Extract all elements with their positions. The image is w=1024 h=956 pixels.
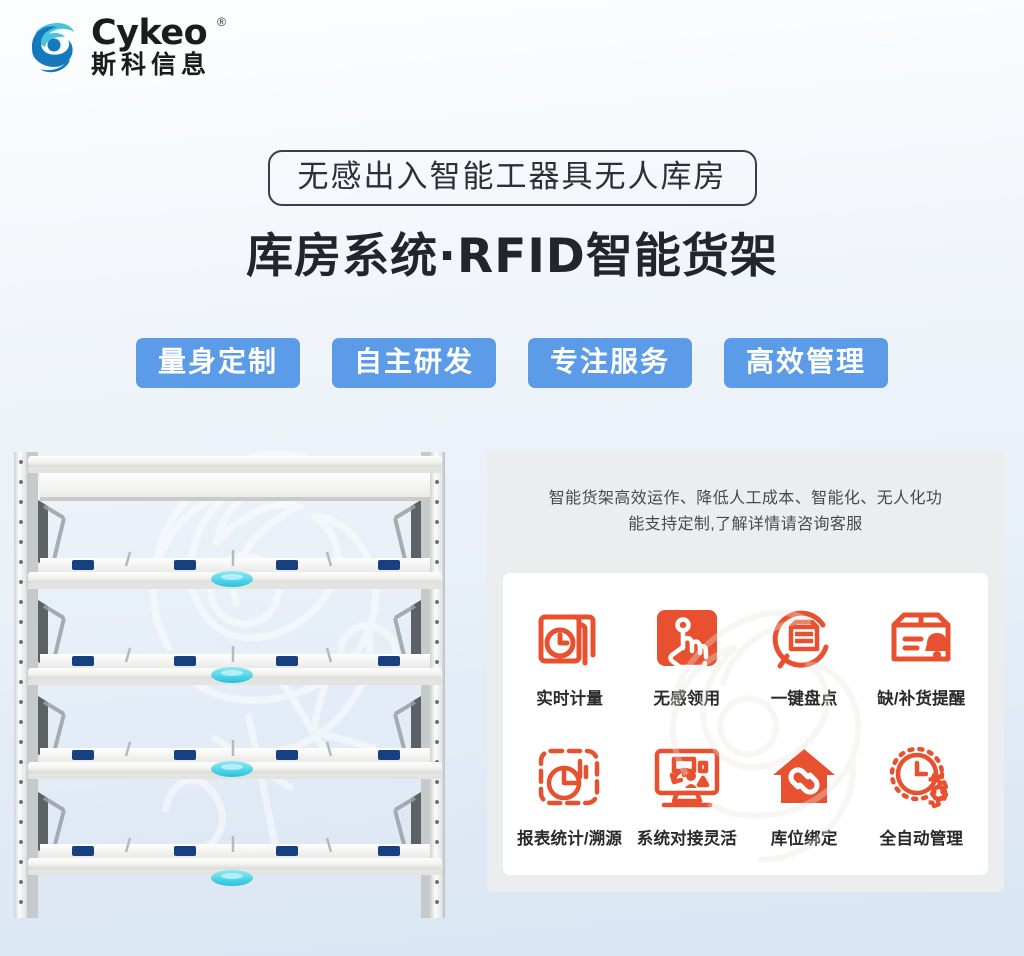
product-photo-shelf xyxy=(0,440,470,940)
clock-gear-icon xyxy=(890,746,949,809)
feature-item-fully-automatic[interactable]: 全自动管理 xyxy=(863,725,980,865)
filled-touch-hand-icon xyxy=(656,610,717,670)
headline-block: 无感出入智能工器具无人库房 库房系统·RFID智能货架 xyxy=(0,150,1024,284)
rfid-tag-row-3 xyxy=(72,656,400,666)
rfid-tag-row-2 xyxy=(72,560,400,570)
feature-label: 报表统计/溯源 xyxy=(517,830,623,848)
badge-custom-made[interactable]: 量身定制 xyxy=(135,338,300,389)
shelf-level-3 xyxy=(28,646,442,685)
feature-label: 库位绑定 xyxy=(770,830,838,848)
rfid-tag-row-5 xyxy=(72,846,400,856)
carton-bell-alert-icon xyxy=(891,612,951,662)
shelf-level-2 xyxy=(28,550,442,589)
stacked-documents-clock-icon xyxy=(538,614,596,666)
monitor-sync-icon xyxy=(654,748,720,808)
feature-item-touchless-pickup[interactable]: 无感领用 xyxy=(628,585,745,725)
feature-label: 一键盘点 xyxy=(770,690,838,708)
feature-item-report-traceability[interactable]: 报表统计/溯源 xyxy=(511,725,628,865)
feature-item-one-click-stocktake[interactable]: 一键盘点 xyxy=(746,585,863,725)
feature-item-location-binding[interactable]: 库位绑定 xyxy=(746,725,863,865)
cykeo-swirl-logo-icon xyxy=(32,22,74,72)
pie-chart-report-icon xyxy=(538,748,599,806)
feature-item-flexible-integration[interactable]: 系统对接灵活 xyxy=(628,725,745,865)
page-title: 库房系统·RFID智能货架 xyxy=(246,229,778,285)
feature-label: 系统对接灵活 xyxy=(636,830,737,848)
rfid-tag-row-4 xyxy=(72,750,400,760)
shelf-level-1 xyxy=(28,456,442,501)
feature-label: 实时计量 xyxy=(536,690,604,708)
panel-description: 智能货架高效运作、降低人工成本、智能化、无人化功 能支持定制,了解详情请咨询客服 xyxy=(487,450,1004,539)
house-chain-link-icon xyxy=(773,749,836,803)
feature-item-realtime-measure[interactable]: 实时计量 xyxy=(511,585,628,725)
feature-grid-card: 实时计量 无感领用 xyxy=(503,573,988,875)
brand-name-cn: 斯科信息 xyxy=(91,50,212,79)
subtitle-outline-box: 无感出入智能工器具无人库房 xyxy=(267,150,757,207)
registered-mark: ® xyxy=(217,15,227,29)
shelf-level-4 xyxy=(28,740,442,779)
feature-label: 无感领用 xyxy=(653,690,721,708)
rfid-shelf-illustration xyxy=(14,452,445,918)
badge-focused-service[interactable]: 专注服务 xyxy=(528,338,693,389)
panel-description-line-2: 能支持定制,了解详情请咨询客服 xyxy=(628,516,863,534)
page-subtitle: 无感出入智能工器具无人库房 xyxy=(297,159,727,194)
panel-description-line-1: 智能货架高效运作、降低人工成本、智能化、无人化功 xyxy=(548,490,943,507)
feature-item-restock-alert[interactable]: 缺/补货提醒 xyxy=(863,585,980,725)
feature-label: 缺/补货提醒 xyxy=(877,690,966,708)
badge-efficient-mgmt[interactable]: 高效管理 xyxy=(724,338,889,389)
brand-name-en: Cykeo xyxy=(91,13,208,53)
feature-label: 全自动管理 xyxy=(879,830,964,848)
badge-self-rnd[interactable]: 自主研发 xyxy=(331,338,496,389)
brand-wordmark: Cykeo ® 斯科信息 xyxy=(91,13,226,79)
shelf-level-5 xyxy=(28,836,442,886)
magnifier-inventory-icon xyxy=(772,610,829,669)
info-panel: 智能货架高效运作、降低人工成本、智能化、无人化功 能支持定制,了解详情请咨询客服 xyxy=(487,450,1004,892)
brand-logo: Cykeo ® 斯科信息 xyxy=(26,13,226,79)
feature-badge-row: 量身定制 自主研发 专注服务 高效管理 xyxy=(0,338,1024,389)
